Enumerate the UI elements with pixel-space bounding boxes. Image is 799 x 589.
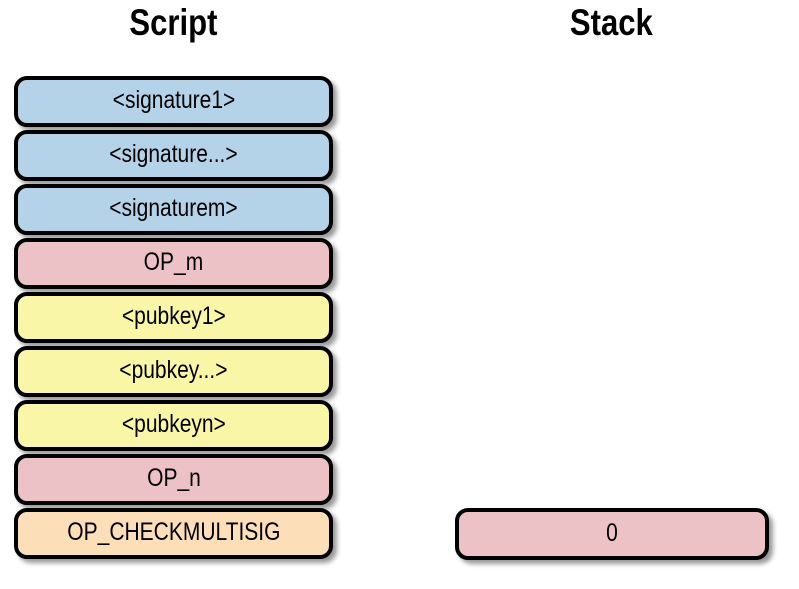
script-box-op-n: OP_n	[14, 454, 333, 505]
stack-box-label: 0	[606, 518, 618, 547]
stack-column-title-text: Stack	[569, 2, 653, 43]
script-column-title: Script	[14, 0, 333, 46]
script-box-signature-ellipsis: <signature...>	[14, 130, 333, 181]
script-box-pubkeyn: <pubkeyn>	[14, 400, 333, 451]
script-box-label: OP_m	[143, 248, 204, 276]
script-box-signaturem: <signaturem>	[14, 184, 333, 235]
script-box-op-m: OP_m	[14, 238, 333, 289]
stack-box-zero: 0	[455, 508, 769, 560]
script-column-title-text: Script	[129, 2, 218, 43]
script-box-pubkey-ellipsis: <pubkey...>	[14, 346, 333, 397]
script-box-op-checkmultisig: OP_CHECKMULTISIG	[14, 508, 333, 559]
script-box-label: <signature...>	[109, 140, 238, 168]
script-box-pubkey1: <pubkey1>	[14, 292, 333, 343]
script-box-label: <pubkey...>	[119, 356, 228, 384]
script-box-label: <pubkeyn>	[121, 410, 226, 438]
script-box-label: OP_CHECKMULTISIG	[66, 518, 281, 546]
script-box-label: <signature1>	[112, 86, 235, 114]
script-box-label: <pubkey1>	[121, 302, 226, 330]
script-box-label: OP_n	[146, 464, 201, 492]
script-box-signature1: <signature1>	[14, 76, 333, 127]
script-box-label: <signaturem>	[109, 194, 238, 222]
stack-column-title: Stack	[452, 0, 770, 46]
